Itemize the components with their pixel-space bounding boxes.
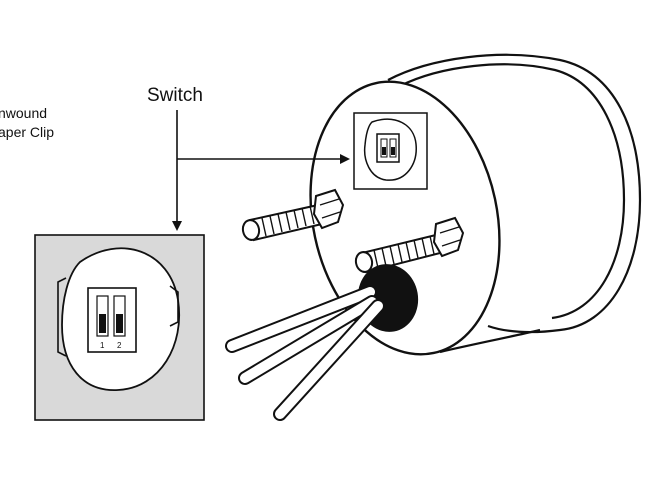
switch-position-1: 1 [100, 341, 105, 350]
unwound-label-line-1: nwound [0, 105, 48, 121]
lower-stud [354, 216, 465, 274]
wires [225, 285, 385, 421]
leader-arrows [172, 110, 350, 231]
wire-2 [238, 295, 379, 385]
switch-position-2: 2 [117, 341, 122, 350]
back-switch-window [353, 112, 428, 190]
unwound-label-line-2: aper Clip [0, 124, 55, 140]
wire-1 [225, 285, 377, 353]
switch-detail-inset: 1 2 [34, 234, 205, 421]
gauge-housing [387, 53, 642, 354]
switch-label: Switch [147, 85, 203, 106]
wire-3 [273, 299, 385, 421]
unwound-paper-clip-label: nwound aper Clip [0, 104, 54, 142]
upper-stud [241, 188, 345, 242]
